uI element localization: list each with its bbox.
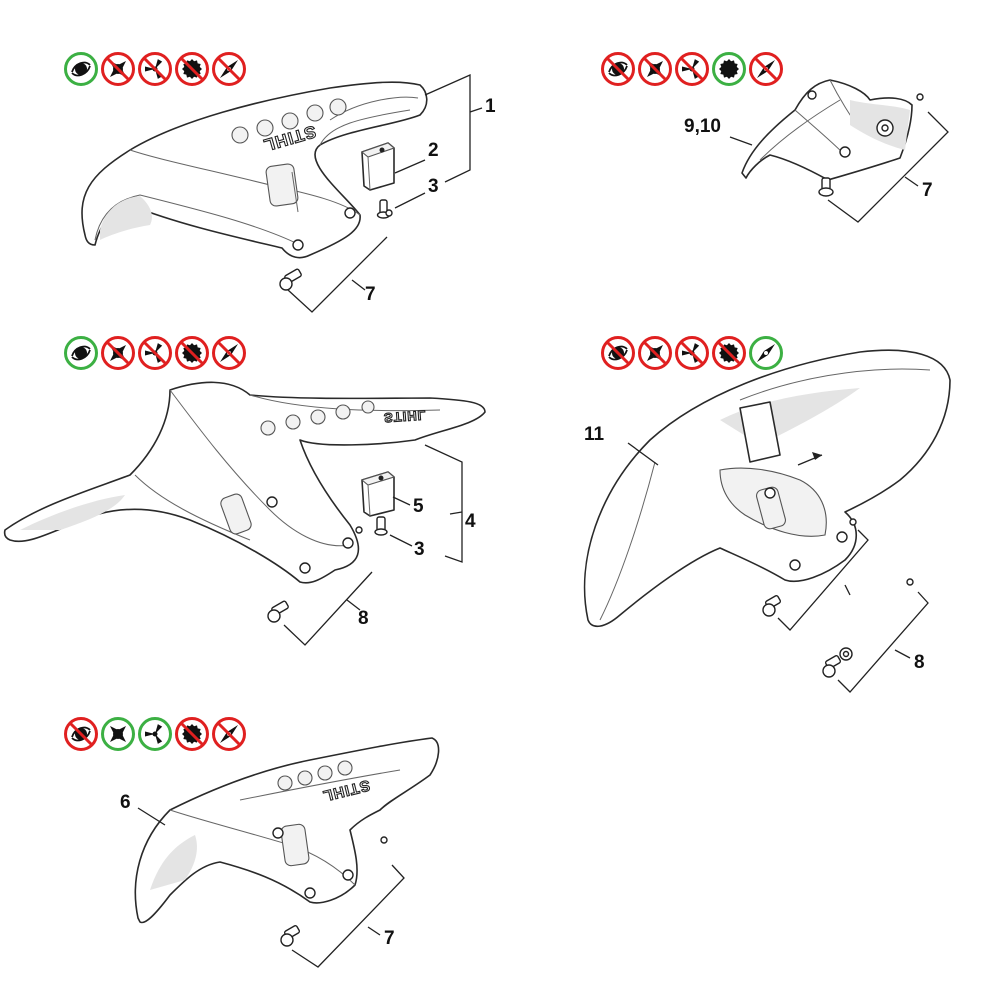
label-1: 1: [485, 96, 496, 117]
saw-blade-icon: [175, 717, 209, 751]
bolt-part-8-c: [822, 647, 853, 678]
label-9-10: 9,10: [684, 116, 721, 137]
deflector-guard-2: [741, 79, 913, 181]
label-2: 2: [428, 140, 439, 161]
bolt-part-7: [279, 268, 302, 291]
bolt-part-8: [267, 600, 289, 623]
two-blade-icon: [212, 717, 246, 751]
saw-blade-icon: [175, 52, 209, 86]
icon-row-1: [64, 52, 246, 86]
label-8-b: 8: [914, 652, 925, 673]
two-blade-icon: [749, 336, 783, 370]
icon-row-4: [601, 336, 783, 370]
deflector-guard-4: [583, 349, 951, 628]
mowing-head-icon: [64, 52, 98, 86]
screw-part-3-b: [374, 516, 388, 536]
brand-logo-3: STIHL: [384, 408, 428, 426]
mowing-head-icon: [601, 336, 635, 370]
label-7-c: 7: [384, 928, 395, 949]
polycut-head-icon: [101, 336, 135, 370]
group-3: STIHL 5 4 3 8: [3, 336, 486, 646]
label-7: 7: [365, 284, 376, 305]
group-2: 9,10 7: [601, 52, 949, 223]
label-3: 3: [428, 176, 439, 197]
mowing-head-icon: [64, 717, 98, 751]
polycut-head-icon: [638, 52, 672, 86]
three-blade-icon: [138, 717, 172, 751]
saw-blade-icon: [712, 52, 746, 86]
bolt-part-7-c: [280, 925, 301, 947]
label-7-b: 7: [922, 180, 933, 201]
saw-blade-icon: [712, 336, 746, 370]
label-5: 5: [413, 496, 424, 517]
bolt-part-8-b: [762, 595, 782, 617]
label-3-b: 3: [414, 539, 425, 560]
icon-row-3: [64, 336, 246, 370]
three-blade-icon: [675, 52, 709, 86]
two-blade-icon: [749, 52, 783, 86]
group-1: STIHL 1 2 3 7: [64, 52, 496, 313]
icon-row-5: [64, 717, 246, 751]
label-11: 11: [584, 424, 605, 445]
deflector-guard-5: STIHL: [134, 737, 440, 924]
deflector-guard-1: STIHL: [81, 81, 428, 259]
three-blade-icon: [675, 336, 709, 370]
three-blade-icon: [138, 336, 172, 370]
bolt-part-7-b: [818, 177, 834, 197]
icon-row-2: [601, 52, 783, 86]
saw-blade-icon: [175, 336, 209, 370]
bracket-part-2: [360, 142, 396, 191]
group-4: 11 8: [583, 336, 951, 693]
polycut-head-icon: [101, 717, 135, 751]
deflector-guard-3: STIHL: [3, 381, 486, 584]
two-blade-icon: [212, 52, 246, 86]
three-blade-icon: [138, 52, 172, 86]
bracket-part-5: [360, 471, 396, 517]
mowing-head-icon: [64, 336, 98, 370]
label-4: 4: [465, 511, 476, 532]
polycut-head-icon: [638, 336, 672, 370]
two-blade-icon: [212, 336, 246, 370]
group-5: STIHL 6 7: [64, 717, 440, 968]
mowing-head-icon: [601, 52, 635, 86]
polycut-head-icon: [101, 52, 135, 86]
label-8: 8: [358, 608, 369, 629]
label-6: 6: [120, 792, 131, 813]
